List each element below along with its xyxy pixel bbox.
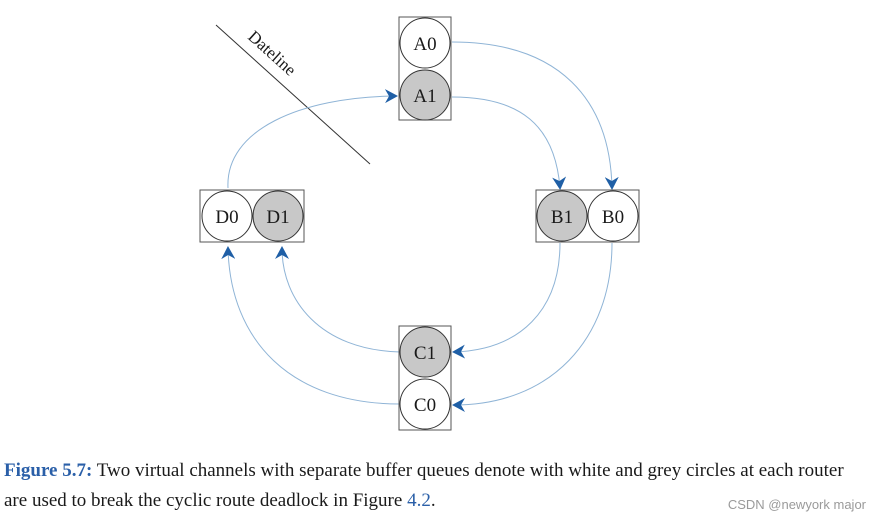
figure-label: Figure 5.7: [4, 460, 93, 481]
dateline-label: Dateline [244, 27, 300, 80]
vc-c1-circle [399, 326, 451, 378]
channel-a1-to-b1 [451, 96, 567, 190]
vc-a1-label: A1 [413, 86, 436, 107]
channel-c1-to-d1 [275, 246, 401, 353]
vc-a0-circle [399, 17, 451, 69]
vc-b1-label: B1 [551, 207, 573, 228]
channel-c0-to-d0 [221, 246, 401, 405]
vc-a0-label: A0 [413, 34, 436, 55]
vc-d1-label: D1 [266, 207, 289, 228]
router-c-box [398, 325, 452, 431]
dateline [215, 24, 371, 165]
vc-b0-circle [587, 190, 639, 242]
vc-d1-circle [252, 190, 304, 242]
router-c: C1 C0 [398, 325, 452, 431]
figure-caption: Figure 5.7: Two virtual channels with se… [4, 456, 864, 516]
router-d: D0 D1 [199, 189, 305, 243]
vc-c1-label: C1 [414, 343, 436, 364]
figure-reference-link[interactable]: 4.2 [407, 490, 431, 511]
caption-text: Two virtual channels with separate buffe… [4, 460, 844, 511]
vc-a1-circle [399, 69, 451, 121]
channel-a0-to-b0 [451, 41, 619, 190]
caption-end: . [430, 490, 436, 511]
channel-d0-to-a1 [227, 89, 398, 189]
vc-c0-label: C0 [414, 395, 436, 416]
vc-d0-label: D0 [215, 207, 238, 228]
vc-c0-circle [399, 378, 451, 430]
vc-b0-label: B0 [602, 207, 624, 228]
channel-b0-to-c0 [452, 242, 613, 412]
vc-b1-circle [536, 190, 588, 242]
watermark: CSDN @newyork major [727, 497, 866, 512]
router-d-box [199, 189, 305, 243]
vc-d0-circle [201, 190, 253, 242]
router-b-box [535, 189, 640, 243]
router-a: A0 A1 [398, 16, 452, 121]
channel-b1-to-c1 [452, 242, 561, 359]
router-b: B1 B0 [535, 189, 640, 243]
